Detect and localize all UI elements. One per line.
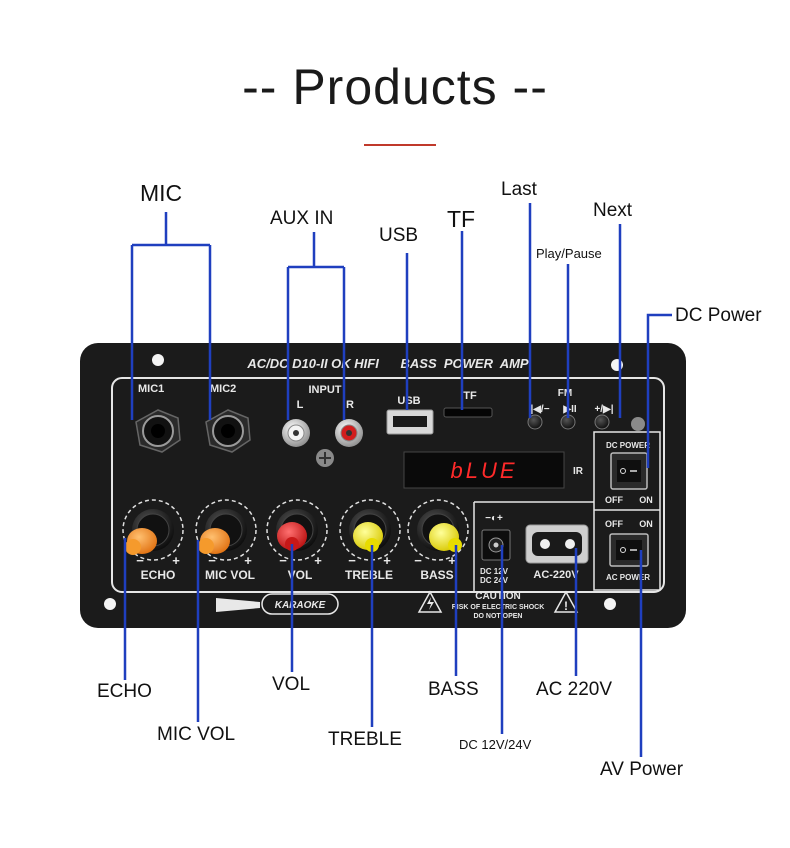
- vol-minus: −: [279, 553, 287, 568]
- play-label: ▶II: [562, 404, 576, 415]
- callout-vol: VOL: [272, 674, 311, 695]
- svg-text:KARAOKE: KARAOKE: [275, 600, 326, 611]
- treble-knob[interactable]: [339, 499, 401, 561]
- ac-socket[interactable]: [525, 524, 589, 564]
- mic2-label: MIC2: [210, 383, 236, 395]
- echo-knob-label: ECHO: [141, 568, 176, 582]
- callout-dc-12-24: DC 12V/24V: [459, 737, 532, 752]
- dc-jack-label-2: DC 24V: [480, 576, 509, 585]
- title-underline: [364, 144, 436, 146]
- vol-knob[interactable]: [266, 499, 328, 561]
- ac-socket-label: AC-220V: [533, 569, 579, 581]
- fm-label: FM: [558, 388, 572, 399]
- leader-aux-in: [286, 232, 346, 420]
- mic-vol-knob[interactable]: [195, 499, 257, 561]
- screw-hole: [604, 598, 616, 610]
- echo-minus: −: [136, 553, 144, 568]
- mic-vol-plus: +: [244, 553, 252, 568]
- caution-title: CAUTION: [475, 591, 521, 602]
- callout-treble: TREBLE: [328, 729, 402, 750]
- tf-label: TF: [463, 390, 477, 402]
- input-r-label: R: [346, 399, 354, 411]
- echo-plus: +: [172, 553, 180, 568]
- screw-hole: [104, 598, 116, 610]
- warning-icon: !: [553, 590, 579, 613]
- caution-sub-2: DO NOT OPEN: [473, 613, 522, 620]
- dc-power-label: DC POWER: [606, 441, 650, 450]
- tf-slot[interactable]: [443, 407, 493, 418]
- usb-label: USB: [397, 395, 420, 407]
- callout-tf: TF: [447, 206, 476, 232]
- mic-vol-minus: −: [208, 553, 216, 568]
- prev-label: |◀/−: [530, 404, 549, 415]
- mic-vol-knob-label: MIC VOL: [205, 568, 255, 582]
- led-display-text: bLUE: [450, 458, 517, 483]
- leader-mic: [130, 212, 212, 420]
- next-btn-label: +/▶|: [594, 404, 613, 415]
- callout-dc-power: DC Power: [675, 305, 762, 326]
- callout-mic: MIC: [140, 180, 183, 206]
- dc-on-label: ON: [639, 495, 653, 505]
- panel-header: AC/DC D10-II OK HIFI BASS POWER AMP: [246, 356, 529, 371]
- treble-plus: +: [383, 553, 391, 568]
- mic2-jack[interactable]: [205, 409, 251, 453]
- usb-port[interactable]: [386, 409, 434, 435]
- bass-knob-label: BASS: [420, 568, 453, 582]
- bass-minus: −: [414, 553, 422, 568]
- power-section-border: [593, 431, 661, 591]
- ac-power-switch[interactable]: [609, 533, 649, 567]
- mic1-label: MIC1: [138, 383, 164, 395]
- karaoke-logo: KARAOKE: [216, 593, 339, 615]
- dc-jack-polarity-icon: −◐+: [485, 513, 503, 524]
- ac-power-label: AC POWER: [606, 573, 650, 582]
- callout-usb: USB: [379, 225, 419, 246]
- panel-inner-border: [111, 377, 665, 593]
- leader-dc-power: [646, 313, 672, 468]
- callout-mic-vol: MIC VOL: [157, 724, 236, 745]
- callout-next: Next: [593, 200, 633, 221]
- treble-minus: −: [348, 553, 356, 568]
- ac-on-label: ON: [639, 519, 653, 529]
- rca-right-jack[interactable]: [335, 419, 363, 447]
- vol-knob-label: VOL: [288, 568, 313, 582]
- callout-play-pause: Play/Pause: [536, 246, 602, 261]
- treble-knob-label: TREBLE: [345, 568, 393, 582]
- callout-av-power: AV Power: [600, 759, 684, 780]
- caution-sub-1: RISK OF ELECTRIC SHOCK: [452, 604, 545, 611]
- callout-echo: ECHO: [97, 681, 152, 702]
- callout-bass: BASS: [428, 679, 479, 700]
- screw-hole: [152, 354, 164, 366]
- callout-aux-in: AUX IN: [270, 208, 334, 229]
- callout-last: Last: [501, 179, 537, 200]
- dc-jack[interactable]: [481, 529, 511, 561]
- warning-icon: [417, 590, 443, 613]
- input-label: INPUT: [309, 384, 342, 396]
- amp-panel: [80, 343, 686, 628]
- ac-off-label: OFF: [605, 519, 623, 529]
- svg-text:!: !: [564, 599, 568, 613]
- led-display: [403, 451, 565, 489]
- dc-off-label: OFF: [605, 495, 623, 505]
- dc-power-switch[interactable]: [610, 452, 648, 490]
- bass-knob[interactable]: [407, 499, 469, 561]
- bass-plus: +: [448, 553, 456, 568]
- svg-text:−◐+: −◐+: [485, 513, 503, 524]
- vol-plus: +: [314, 553, 322, 568]
- dc-jack-label-1: DC 12V: [480, 567, 509, 576]
- callout-ac-220: AC 220V: [536, 679, 613, 700]
- next-button[interactable]: [594, 414, 610, 430]
- page-title: -- Products --: [242, 59, 548, 115]
- rca-left-jack[interactable]: [282, 419, 310, 447]
- screw: [316, 449, 334, 467]
- prev-button[interactable]: [527, 414, 543, 430]
- mic1-jack[interactable]: [135, 409, 181, 453]
- echo-knob[interactable]: [122, 499, 184, 561]
- input-l-label: L: [297, 399, 304, 411]
- screw: [631, 417, 645, 431]
- ir-label: IR: [573, 466, 584, 477]
